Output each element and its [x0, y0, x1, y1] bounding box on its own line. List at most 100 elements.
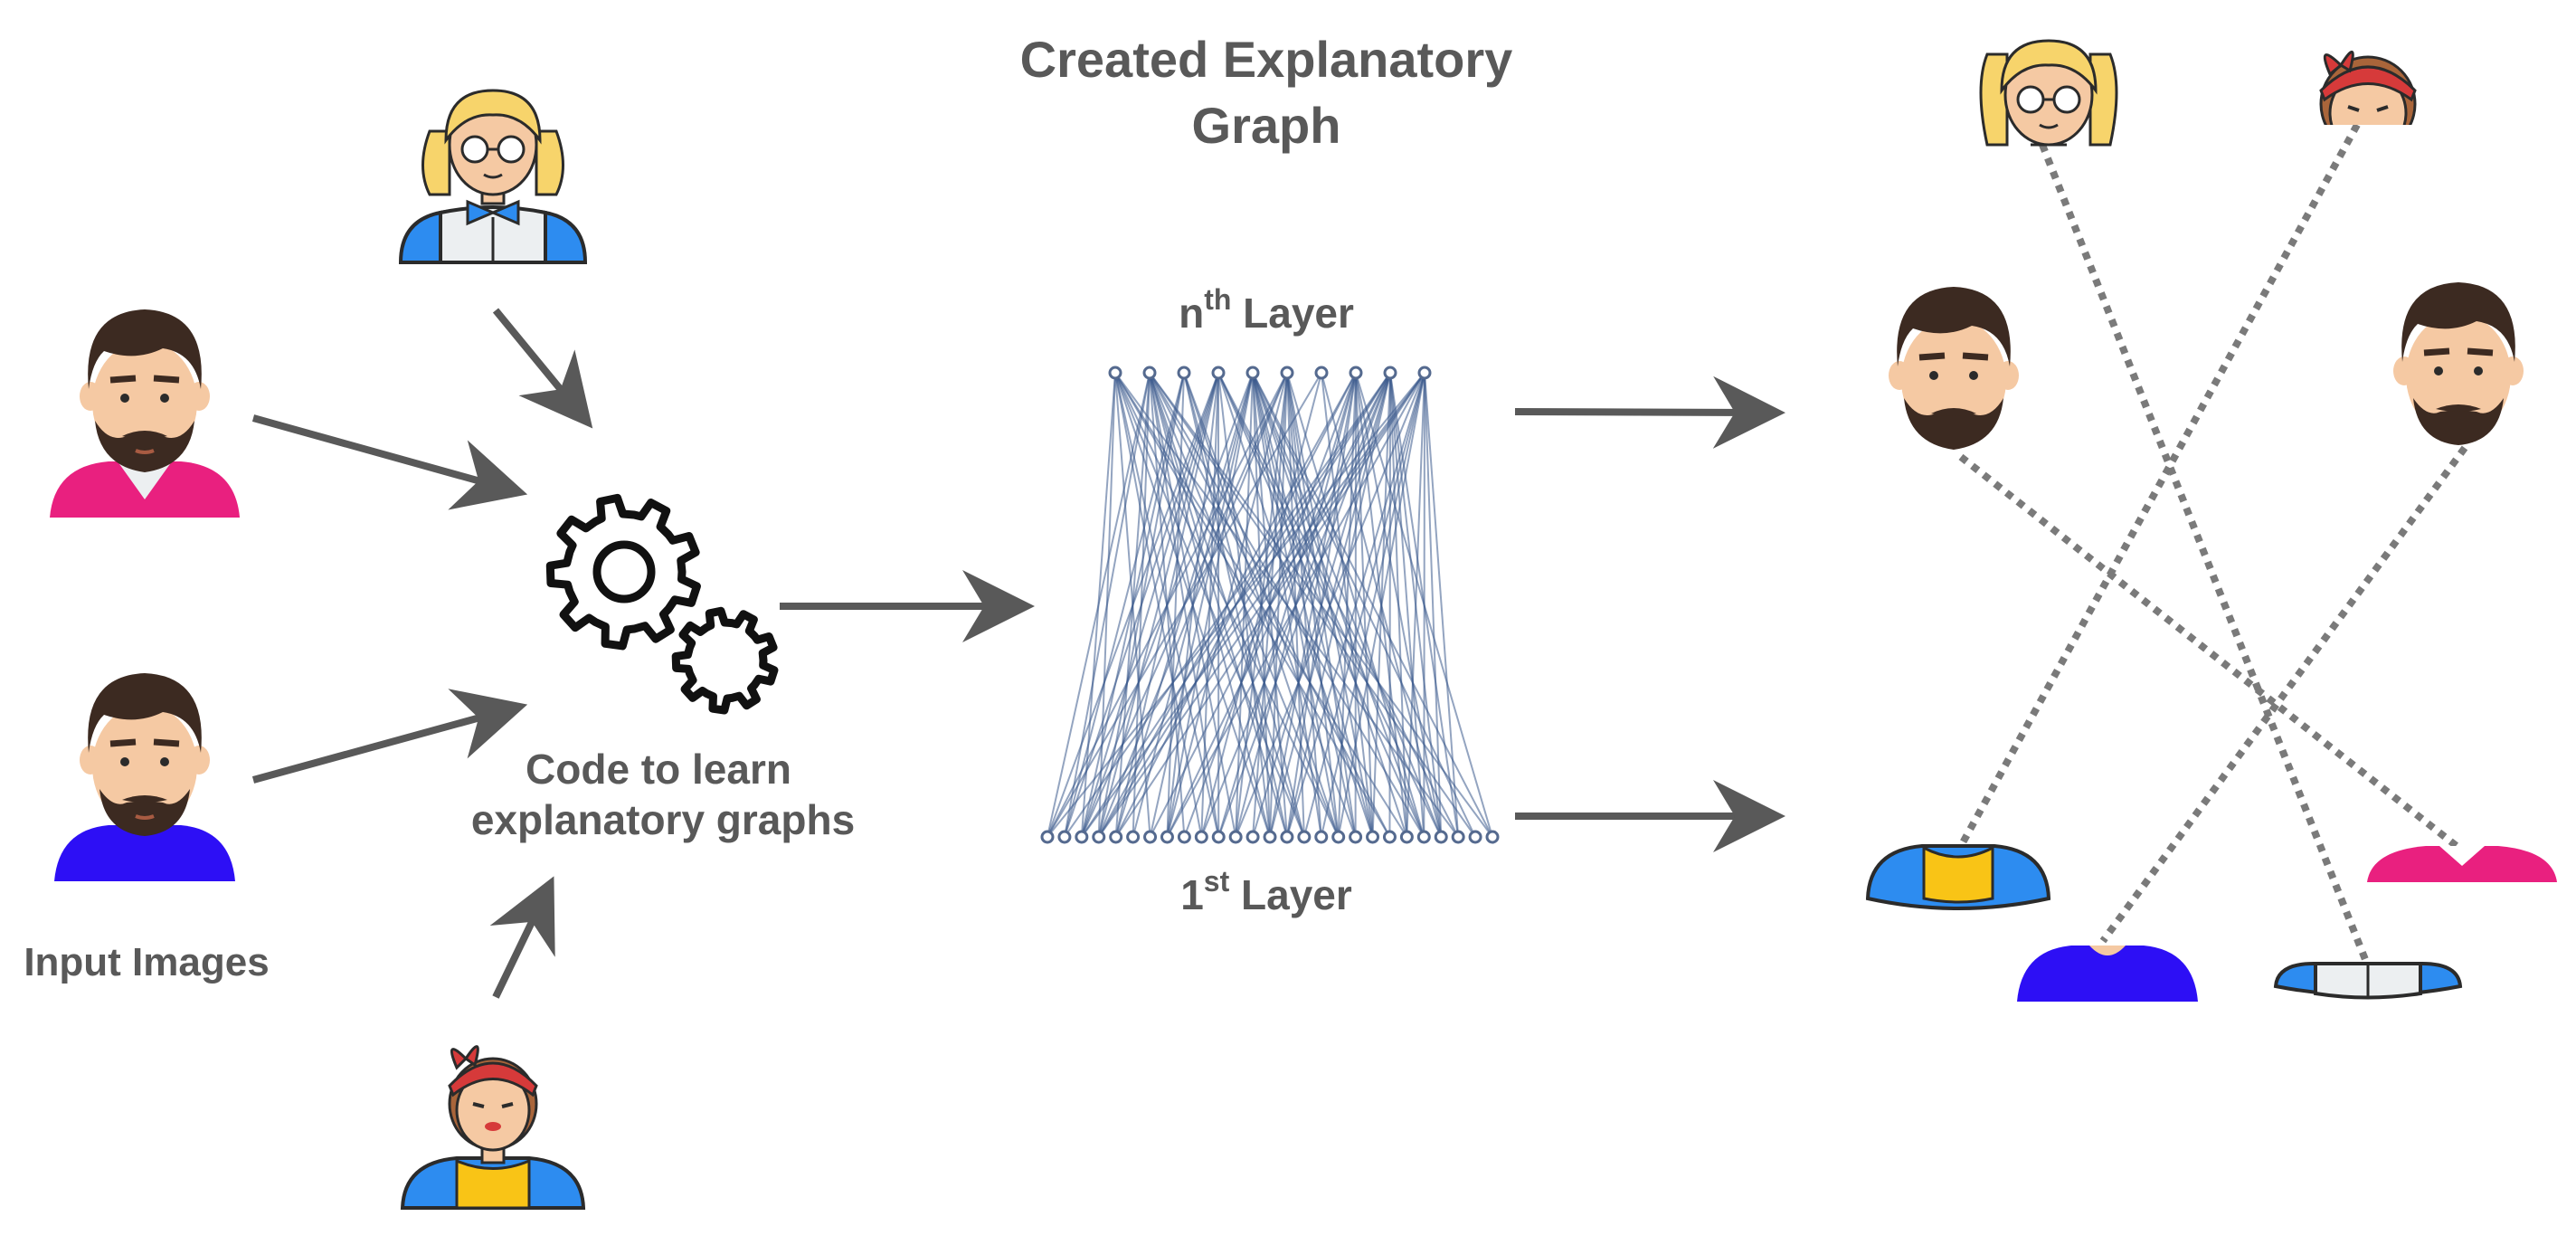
- network-edge: [1097, 372, 1425, 838]
- network-edge: [1423, 372, 1425, 838]
- arrow-girl-to-code: [492, 308, 593, 429]
- bottom-layer-node: [1245, 830, 1260, 844]
- girl-glasses-body: [2273, 962, 2463, 1000]
- bottom-layer-node: [1143, 830, 1158, 844]
- top-layer-node: [1349, 366, 1363, 380]
- network-edge: [1063, 372, 1219, 838]
- network-edge: [1097, 372, 1391, 838]
- network-edge: [1166, 372, 1391, 838]
- network-edge: [1320, 372, 1425, 838]
- connection-man1-head-to-body: [1958, 453, 2477, 863]
- bottom-layer-node: [1160, 830, 1174, 844]
- bottom-layer-node: [1399, 830, 1414, 844]
- girl-glasses-head: [1979, 39, 2118, 147]
- man-blue-shirt-body: [2017, 946, 2198, 1002]
- bottom-layer-node: [1349, 830, 1363, 844]
- code-label-line2: explanatory graphs: [471, 796, 855, 843]
- arrow-woman-to-code: [489, 876, 555, 999]
- bottom-layer-node: [1177, 830, 1191, 844]
- bottom-layer-node: [1040, 830, 1055, 844]
- woman-bandana-body: [1865, 844, 2051, 910]
- network-edge: [1064, 372, 1391, 838]
- bottom-layer-node: [1366, 830, 1380, 844]
- network-edge: [1424, 372, 1460, 838]
- layer-network: [1040, 366, 1500, 844]
- diagram-title-line2: Graph: [1192, 97, 1341, 154]
- network-edge: [1235, 372, 1425, 838]
- bottom-layer-node: [1434, 830, 1448, 844]
- bottom-layer-node: [1211, 830, 1226, 844]
- network-edge: [1406, 372, 1425, 838]
- bottom-layer-node: [1451, 830, 1465, 844]
- top-layer-node: [1177, 366, 1191, 380]
- bottom-layer-node: [1194, 830, 1208, 844]
- top-layer-node: [1211, 366, 1226, 380]
- bottom-layer-node: [1382, 830, 1397, 844]
- network-edge: [1063, 372, 1151, 838]
- top-layer-node: [1280, 366, 1294, 380]
- man-head-2: [2393, 282, 2524, 445]
- woman-bandana-head: [2319, 51, 2417, 125]
- network-edge: [1046, 372, 1151, 838]
- bottom-layer-node: [1228, 830, 1243, 844]
- network-edge: [1217, 372, 1357, 838]
- network-edge: [1114, 372, 1425, 838]
- bottom-layer-node: [1075, 830, 1089, 844]
- arrow-man2-to-code: [251, 689, 528, 784]
- network-edge: [1424, 372, 1443, 838]
- network-edge: [1080, 372, 1219, 838]
- man-pink-shirt-avatar: [50, 309, 240, 518]
- woman-bandana-avatar: [400, 1045, 586, 1210]
- network-edge: [1046, 372, 1219, 838]
- network-edge: [1081, 372, 1425, 838]
- girl-glasses-avatar: [398, 89, 588, 264]
- part-connections: [1957, 123, 2477, 968]
- arrow-man1-to-code: [251, 414, 528, 510]
- network-edge: [1302, 372, 1425, 838]
- bottom-layer-node: [1416, 830, 1431, 844]
- diagram-title-line1: Created Explanatory: [1020, 31, 1513, 88]
- code-label-line1: Code to learn: [526, 746, 791, 793]
- bottom-layer-node: [1468, 830, 1482, 844]
- network-edge: [1166, 372, 1185, 838]
- first-layer-label: 1st Layer: [1180, 865, 1352, 918]
- network-edge: [1063, 372, 1185, 838]
- connection-man2-head-to-body: [2099, 445, 2468, 944]
- network-edge: [1097, 372, 1288, 838]
- bottom-layer-node: [1331, 830, 1346, 844]
- network-edge: [1389, 372, 1425, 838]
- bottom-layer-node: [1263, 830, 1277, 844]
- top-layer-node: [1245, 366, 1260, 380]
- bottom-layer-node: [1126, 830, 1141, 844]
- connection-woman-head-to-body: [1957, 123, 2361, 848]
- connection-girl-head-to-body: [2039, 143, 2372, 968]
- top-layer-node: [1142, 366, 1157, 380]
- network-edge: [1046, 372, 1288, 838]
- bottom-layer-node: [1297, 830, 1312, 844]
- bottom-layer-node: [1092, 830, 1106, 844]
- man-head-1: [1889, 287, 2019, 450]
- bottom-layer-node: [1280, 830, 1294, 844]
- input-images-label: Input Images: [24, 940, 269, 984]
- top-layer-node: [1383, 366, 1397, 380]
- network-edge: [1166, 372, 1425, 838]
- bottom-layer-node: [1057, 830, 1072, 844]
- network-edge: [1046, 372, 1425, 838]
- gear-shape: [671, 606, 779, 715]
- bottom-layer-node: [1109, 830, 1123, 844]
- gears-icon: [545, 493, 779, 715]
- nth-layer-label: nth Layer: [1179, 283, 1354, 337]
- network-edge: [1285, 372, 1425, 838]
- top-layer-node: [1417, 366, 1432, 380]
- network-edge: [1046, 372, 1322, 838]
- gear-hole: [592, 540, 656, 603]
- network-edge: [1337, 372, 1425, 838]
- arrow-nth-to-parts: [1514, 375, 1785, 449]
- bottom-layer-node: [1485, 830, 1500, 844]
- network-edge: [1166, 372, 1254, 838]
- bottom-layer-node: [1314, 830, 1329, 844]
- top-layer-node: [1314, 366, 1329, 380]
- man-blue-shirt-avatar: [54, 673, 235, 881]
- man-pink-shirt-body: [2367, 846, 2557, 882]
